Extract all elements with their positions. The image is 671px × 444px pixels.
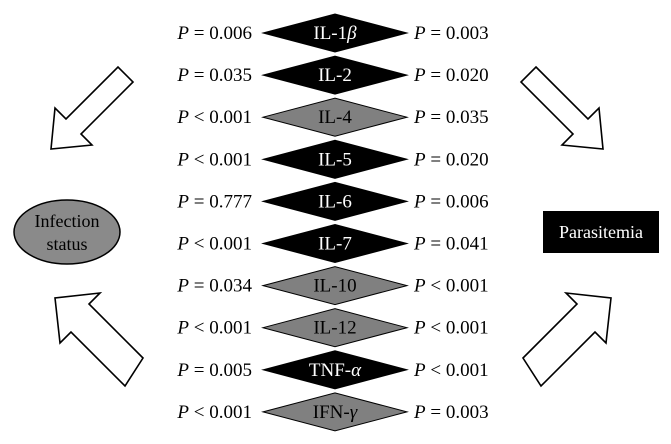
infection-status-line1: Infection bbox=[35, 211, 100, 231]
left-p-value: P < 0.001 bbox=[176, 317, 252, 338]
cytokine-label: IL-12 bbox=[313, 317, 356, 338]
infection-status-ellipse bbox=[13, 199, 121, 265]
cytokine-label: IL-2 bbox=[318, 65, 352, 86]
cytokine-label: IL-5 bbox=[318, 149, 352, 170]
right-p-value: P < 0.001 bbox=[413, 317, 489, 338]
right-p-value: P = 0.006 bbox=[413, 191, 489, 212]
left-p-value: P < 0.001 bbox=[176, 107, 252, 128]
arrow-lower-left bbox=[54, 291, 145, 388]
cytokine-diamond bbox=[261, 13, 409, 53]
cytokine-label: TNF-α bbox=[309, 359, 362, 380]
parasitemia-box bbox=[543, 211, 659, 253]
right-p-value: P = 0.035 bbox=[413, 107, 489, 128]
cytokine-label: IL-6 bbox=[318, 191, 352, 212]
arrow-lower-right bbox=[521, 291, 612, 388]
cytokine-diamond bbox=[261, 392, 409, 432]
right-p-value: P = 0.003 bbox=[413, 23, 489, 44]
left-p-value: P < 0.001 bbox=[176, 233, 252, 254]
right-p-value: P = 0.020 bbox=[413, 149, 489, 170]
cytokine-label: IL-4 bbox=[318, 107, 352, 128]
cytokine-label: IFN-γ bbox=[313, 401, 358, 422]
cytokine-label: IL-10 bbox=[313, 275, 356, 296]
cytokine-diamond bbox=[261, 350, 409, 390]
cytokine-diamond bbox=[261, 55, 409, 95]
right-p-value: P < 0.001 bbox=[413, 275, 489, 296]
infection-status-line2: status bbox=[46, 234, 87, 254]
cytokine-label: IL-7 bbox=[318, 233, 352, 254]
left-p-value: P = 0.035 bbox=[176, 65, 252, 86]
left-p-value: P = 0.005 bbox=[176, 359, 252, 380]
right-p-value: P = 0.020 bbox=[413, 65, 489, 86]
arrow-upper-left bbox=[50, 65, 135, 150]
left-p-value: P = 0.777 bbox=[176, 191, 252, 212]
cytokine-diamond bbox=[261, 97, 409, 137]
left-p-value: P < 0.001 bbox=[176, 401, 252, 422]
arrow-upper-right bbox=[519, 65, 604, 150]
right-p-value: P = 0.041 bbox=[413, 233, 489, 254]
cytokine-diamond bbox=[261, 308, 409, 348]
parasitemia-label: Parasitemia bbox=[559, 222, 643, 242]
cytokine-diamond bbox=[261, 223, 409, 264]
left-p-value: P = 0.006 bbox=[176, 23, 252, 44]
left-p-value: P = 0.034 bbox=[176, 275, 252, 296]
right-p-value: P = 0.003 bbox=[413, 401, 489, 422]
cytokine-diamond bbox=[261, 181, 409, 221]
left-p-value: P < 0.001 bbox=[176, 149, 252, 170]
cytokine-label: IL-1β bbox=[313, 23, 357, 44]
cytokine-diamond bbox=[261, 139, 409, 179]
right-p-value: P < 0.001 bbox=[413, 359, 489, 380]
cytokine-diamond bbox=[261, 266, 409, 306]
